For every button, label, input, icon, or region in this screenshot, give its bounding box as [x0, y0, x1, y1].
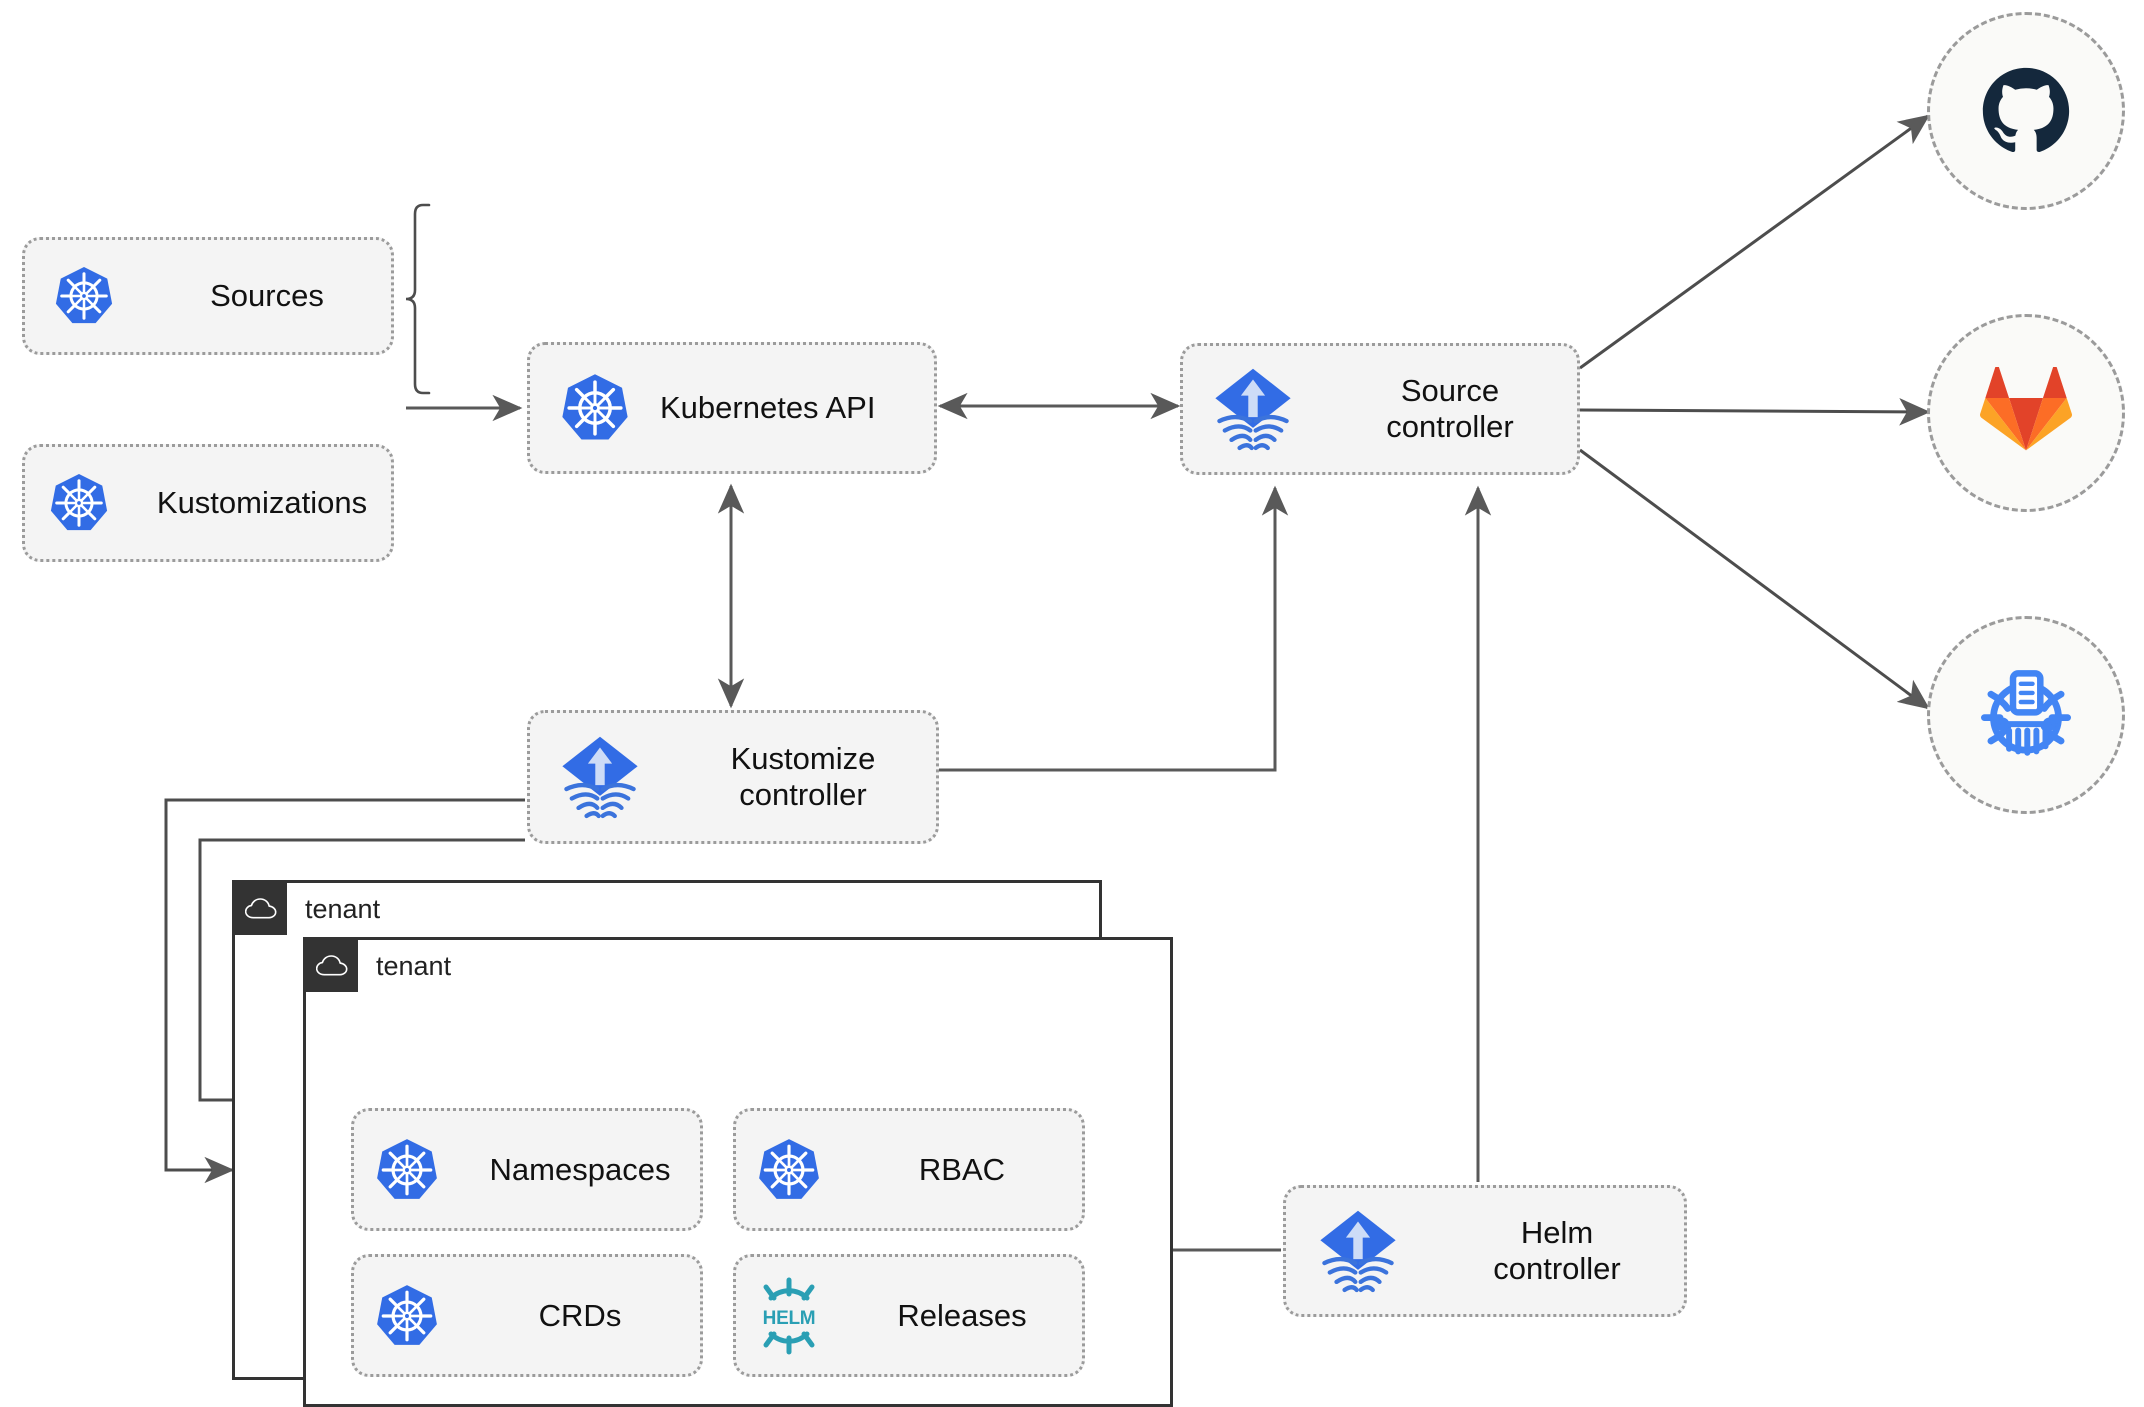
node-source-controller[interactable]: Source controller — [1180, 343, 1580, 475]
resource-crds[interactable]: CRDs — [351, 1254, 703, 1377]
kubernetes-icon — [354, 1283, 460, 1349]
kubernetes-icon — [354, 1137, 460, 1203]
helm-registry-icon — [1974, 663, 2078, 767]
resource-rbac[interactable]: RBAC — [733, 1108, 1085, 1231]
endpoint-helm-registry[interactable] — [1927, 616, 2125, 814]
github-icon — [1980, 65, 2072, 157]
node-kustomize-controller-label: Kustomize controller — [730, 741, 876, 812]
node-kubernetes-api-label: Kubernetes API — [660, 390, 876, 426]
node-kustomizations-label: Kustomizations — [156, 485, 368, 521]
node-source-controller-label: Source controller — [1386, 373, 1514, 444]
kubernetes-icon — [736, 1137, 842, 1203]
tenant-1-name: tenant — [305, 893, 381, 924]
resource-releases-label: Releases — [897, 1297, 1027, 1333]
node-helm-controller-label: Helm controller — [1493, 1215, 1621, 1286]
kubernetes-icon — [530, 372, 660, 444]
flux-icon — [1183, 366, 1323, 452]
cloud-icon — [235, 883, 287, 935]
resource-namespaces-label: Namespaces — [489, 1151, 671, 1187]
cloud-icon — [306, 940, 358, 992]
node-helm-controller[interactable]: Helm controller — [1283, 1185, 1687, 1317]
node-kustomize-controller[interactable]: Kustomize controller — [527, 710, 939, 844]
endpoint-github[interactable] — [1927, 12, 2125, 210]
gitlab-icon — [1980, 367, 2072, 459]
resource-rbac-label: RBAC — [918, 1151, 1006, 1187]
node-sources-label: Sources — [210, 278, 324, 314]
resource-releases[interactable]: Releases — [733, 1254, 1085, 1377]
node-sources[interactable]: Sources — [22, 237, 394, 355]
tenant-2-titlebar: tenant — [306, 940, 451, 992]
helm-icon — [736, 1276, 842, 1356]
tenant-container-2[interactable]: tenant Namespaces RBAC CRDs — [303, 937, 1173, 1407]
tenant-2-name: tenant — [376, 950, 452, 981]
endpoint-gitlab[interactable] — [1927, 314, 2125, 512]
node-kubernetes-api[interactable]: Kubernetes API — [527, 342, 937, 474]
tenant-1-titlebar: tenant — [235, 883, 380, 935]
node-kustomizations[interactable]: Kustomizations — [22, 444, 394, 562]
flux-icon — [530, 734, 670, 820]
resource-namespaces[interactable]: Namespaces — [351, 1108, 703, 1231]
resource-crds-label: CRDs — [538, 1297, 622, 1333]
kubernetes-icon — [25, 472, 133, 534]
flux-icon — [1286, 1208, 1430, 1294]
kubernetes-icon — [25, 265, 143, 327]
